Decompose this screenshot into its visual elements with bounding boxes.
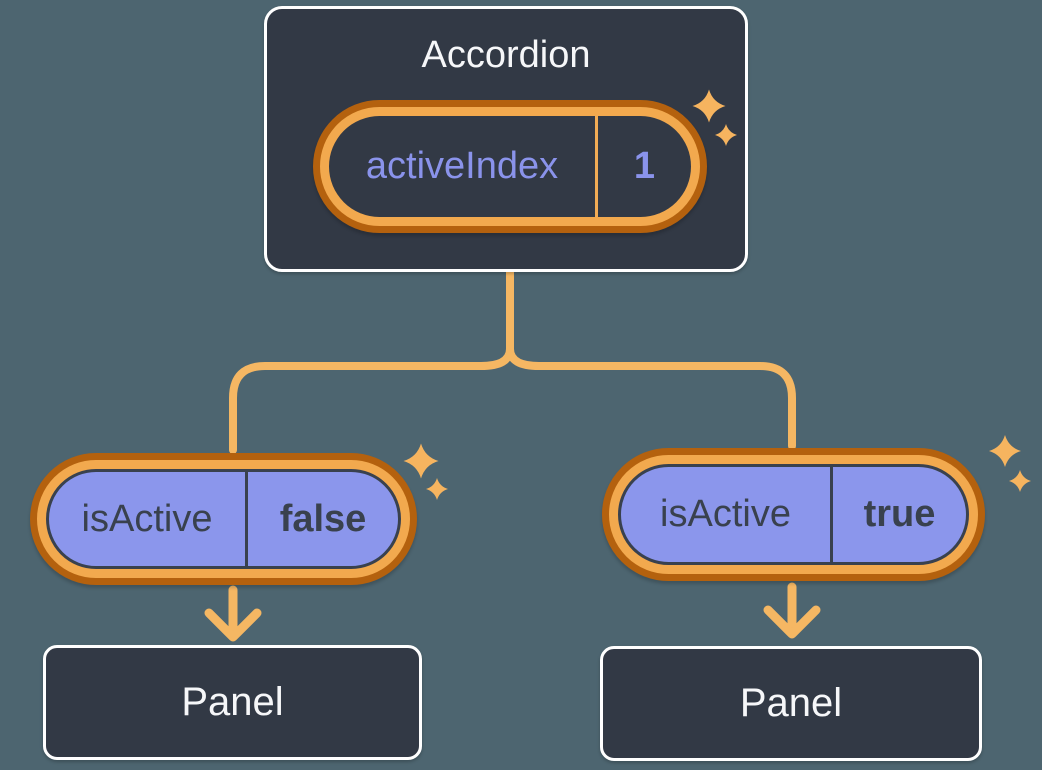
arrow-right (763, 582, 821, 639)
prop-pill-right-body: isActive true (618, 464, 969, 565)
arrow-left-head (204, 608, 262, 642)
panel-right-title: Panel (739, 681, 843, 725)
prop-left-value: false (279, 497, 367, 540)
arrow-right-head (763, 605, 821, 639)
state-value: 1 (633, 145, 656, 187)
prop-right-value: true (863, 493, 936, 535)
tree-branch-left (229, 345, 514, 454)
prop-right-divider (830, 467, 833, 562)
prop-pill-left-body: isActive false (46, 469, 401, 569)
prop-left-divider (245, 472, 248, 566)
state-pill-body: activeIndex 1 (329, 116, 691, 217)
tree-branch-right (506, 345, 796, 450)
prop-pill-right: isActive true (602, 448, 985, 581)
state-pill-divider (595, 116, 598, 217)
state-pill: activeIndex 1 (313, 100, 707, 233)
prop-pill-left: isActive false (30, 453, 417, 585)
panel-box-right: Panel (600, 646, 982, 761)
arrow-left (204, 585, 262, 642)
state-name: activeIndex (365, 145, 559, 187)
panel-box-left: Panel (43, 645, 422, 760)
prop-right-name: isActive (660, 493, 791, 535)
accordion-title: Accordion (421, 34, 591, 76)
panel-left-title: Panel (181, 680, 284, 724)
prop-left-name: isActive (81, 497, 213, 540)
accordion-box: Accordion activeIndex 1 (264, 6, 748, 272)
